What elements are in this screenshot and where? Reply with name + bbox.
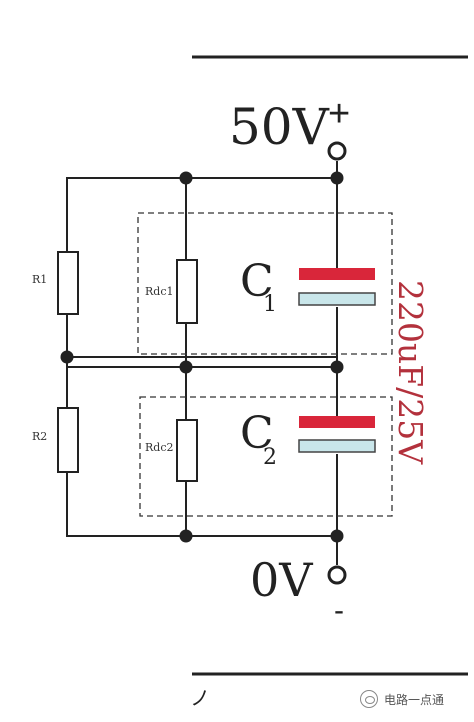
- terminal-top: [327, 141, 347, 161]
- terminal-bottom: [327, 565, 347, 585]
- top-polarity-label: +: [328, 93, 350, 135]
- bottom-polarity-label: -: [334, 594, 344, 627]
- capacitor-c2-plate-positive: [299, 416, 375, 428]
- capacitor-c1-plate-positive: [299, 268, 375, 280]
- wechat-icon: [360, 690, 378, 708]
- resistor-r2: [57, 407, 79, 473]
- capacitor-c1-subscript: 1: [263, 292, 277, 317]
- resistor-r1: [57, 251, 79, 315]
- resistor-rdc1: [176, 259, 198, 324]
- resistor-rdc2: [176, 419, 198, 482]
- dashed-box-lower: [139, 396, 393, 517]
- dashed-box-upper: [137, 212, 393, 355]
- capacitor-c2-plate-negative: [298, 439, 376, 453]
- capacitor-c2-subscript: 2: [263, 445, 277, 470]
- junction-dots: [60, 171, 344, 543]
- resistor-r2-label: R2: [32, 430, 47, 443]
- resistor-rdc1-label: Rdc1: [145, 285, 173, 298]
- resistor-r1-label: R1: [32, 273, 47, 286]
- capacitor-c1-letter: C: [240, 256, 274, 307]
- capacitor-rating-label: 220uF/25V: [391, 280, 430, 465]
- watermark-text: 电路一点通: [384, 692, 445, 707]
- capacitor-c1-plate-negative: [298, 292, 376, 306]
- corner-mark: ノ: [190, 688, 210, 710]
- capacitor-c2-letter: C: [240, 408, 274, 459]
- bottom-voltage-label: 0V: [250, 553, 313, 607]
- top-voltage-label: 50V: [229, 98, 330, 156]
- resistor-rdc2-label: Rdc2: [145, 441, 173, 454]
- watermark: 电路一点通: [360, 690, 444, 708]
- wires: [66, 161, 338, 565]
